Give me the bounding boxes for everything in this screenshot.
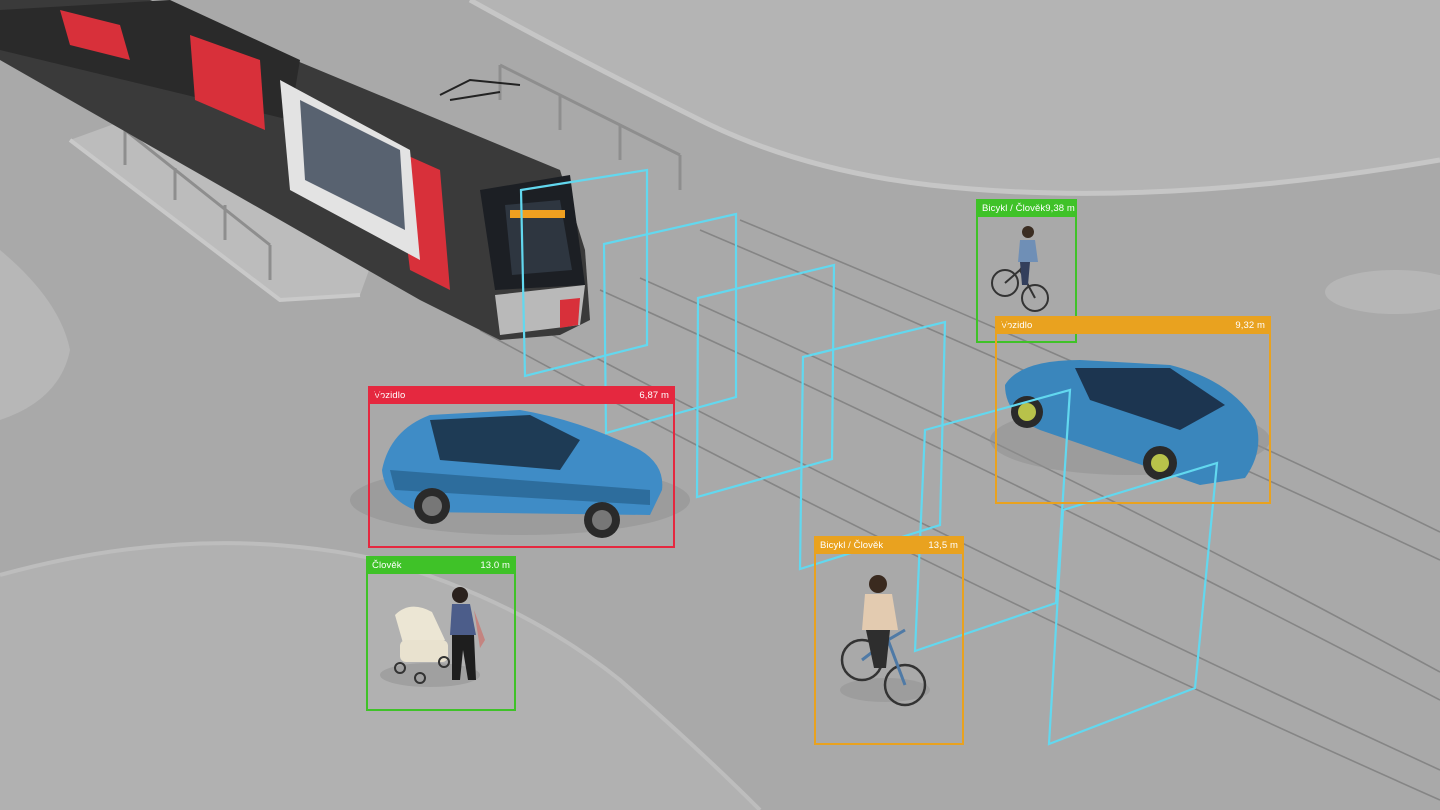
tram <box>0 0 590 340</box>
scan-planes <box>519 168 1219 746</box>
detection-class-label: Bicykl / Člověk <box>820 539 884 551</box>
scan-plane <box>602 212 738 435</box>
road-upper <box>470 0 1440 194</box>
sidewalk-lower <box>0 543 760 810</box>
cyclist-near <box>840 575 930 707</box>
scan-plane <box>695 263 836 499</box>
detection-class-label: Vozidlo <box>1001 319 1033 331</box>
detection-header: Vozidlo 9,32 m <box>995 316 1271 334</box>
detection-box-car-right: Vozidlo 9,32 m <box>995 316 1271 504</box>
detection-distance: 9,32 m <box>1235 319 1265 331</box>
scan-plane <box>519 168 649 378</box>
tram-stop-platform <box>70 100 380 300</box>
detection-class-label: Bicykl / Člověk <box>982 202 1046 214</box>
detection-header: Vozidlo 6,87 m <box>368 386 675 404</box>
sidewalk-left <box>0 250 70 420</box>
detection-box-car-left: Vozidlo 6,87 m <box>368 386 675 548</box>
warning-triangle-icon <box>997 318 1011 331</box>
detection-header: Člověk 13.0 m <box>366 556 516 574</box>
detection-header: Bicykl / Člověk 13,5 m <box>814 536 964 554</box>
cyclist-far <box>991 226 1049 312</box>
detection-class-label: Vozidlo <box>374 389 406 401</box>
detection-distance: 13,5 m <box>928 539 958 551</box>
scan-plane <box>913 388 1072 653</box>
detection-distance: 13.0 m <box>480 559 510 571</box>
detection-distance: 9,38 m <box>1045 202 1075 214</box>
scan-plane <box>1047 461 1219 746</box>
detection-box-cyclist-near: Bicykl / Člověk 13,5 m <box>814 536 964 745</box>
warning-triangle-icon <box>370 388 384 401</box>
woman-with-stroller <box>380 587 485 687</box>
island-right <box>1325 270 1440 314</box>
detection-box-cyclist-far: Bicykl / Člověk 9,38 m <box>976 199 1077 343</box>
detection-header: Bicykl / Člověk 9,38 m <box>976 199 1077 217</box>
curb-upper <box>468 0 1440 196</box>
platform-railing <box>123 63 682 280</box>
blue-estate-car <box>350 410 690 538</box>
detection-class-label: Člověk <box>372 559 402 571</box>
scan-plane <box>798 320 947 571</box>
detection-box-pedestrian: Člověk 13.0 m <box>366 556 516 711</box>
detection-distance: 6,87 m <box>639 389 669 401</box>
